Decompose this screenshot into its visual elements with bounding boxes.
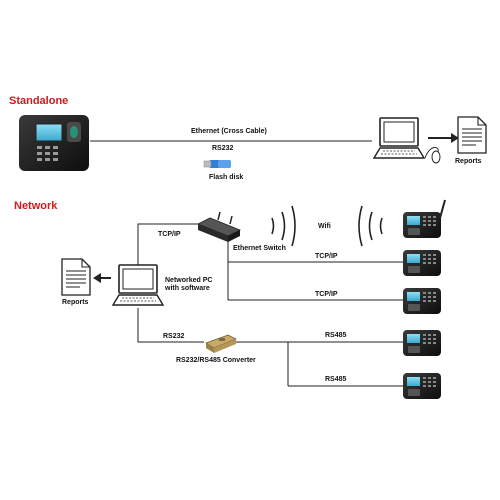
network-reports-label: Reports <box>62 299 89 306</box>
mouse-icon <box>424 147 441 164</box>
network-arrow <box>93 273 111 283</box>
converter-label: RS232/RS485 Converter <box>176 357 256 364</box>
networked-pc-label: Networked PC with software <box>165 277 213 292</box>
wifi-label: Wifi <box>318 223 331 230</box>
ethernet-switch <box>197 211 241 242</box>
networked-pc-laptop <box>112 264 164 306</box>
pc-tcpip-label: TCP/IP <box>158 231 181 238</box>
standalone-arrow <box>428 133 459 143</box>
tcpip-terminal-1 <box>403 250 441 276</box>
rs485-terminal-1 <box>403 330 441 356</box>
flash-disk-label: Flash disk <box>209 174 244 181</box>
flash-disk-icon <box>203 160 231 168</box>
section-heading-standalone: Standalone <box>9 95 69 107</box>
section-heading-network: Network <box>14 200 58 212</box>
network-reports-icon <box>61 258 91 296</box>
wifi-terminal <box>403 199 446 238</box>
standalone-rs232-label: RS232 <box>212 145 234 152</box>
rs485-terminal-2 <box>403 373 441 399</box>
standalone-laptop <box>373 117 425 159</box>
tcpip-terminal-2 <box>403 288 441 314</box>
network-rs232-label: RS232 <box>163 333 185 340</box>
rs232-rs485-converter-icon <box>205 334 237 353</box>
rs485-label-1: RS485 <box>325 332 347 339</box>
network-wiring <box>137 223 403 387</box>
rs485-label-2: RS485 <box>325 376 347 383</box>
tcpip-label-1: TCP/IP <box>315 253 338 260</box>
standalone-terminal <box>19 115 89 171</box>
standalone-reports-label: Reports <box>455 158 482 165</box>
ethernet-cable-label: Ethernet (Cross Cable) <box>191 128 267 135</box>
standalone-reports-icon <box>457 116 487 154</box>
wifi-waves-icon <box>271 205 383 247</box>
ethernet-switch-label: Ethernet Switch <box>233 245 286 252</box>
tcpip-label-2: TCP/IP <box>315 291 338 298</box>
